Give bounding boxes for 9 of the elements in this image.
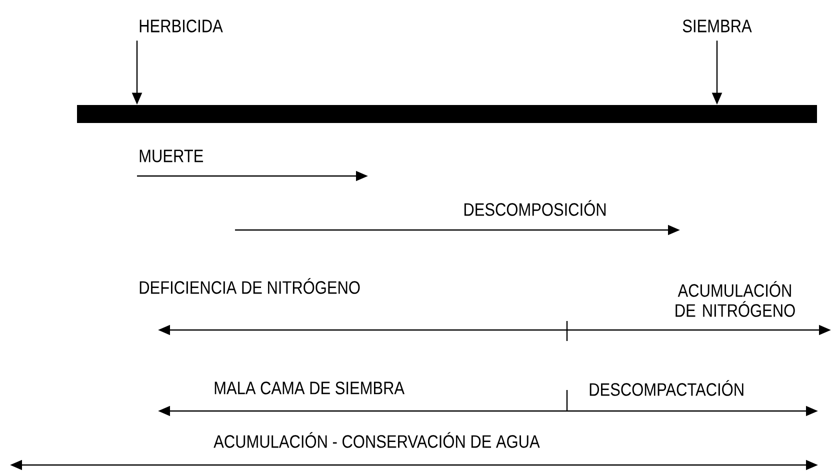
period-label: MALA CAMA DE SIEMBRA (214, 382, 404, 394)
event-label: HERBICIDA (140, 20, 223, 32)
period-label: DESCOMPACTACIÓN (590, 380, 744, 396)
event-label: SIEMBRA (682, 20, 752, 32)
period-label: ACUMULACIÓN DE NITRÓGENO (676, 281, 795, 317)
period-label: MUERTE (140, 150, 204, 162)
period-label: DESCOMPOSICIÓN (464, 200, 606, 216)
period-label: ACUMULACIÓN - CONSERVACIÓN DE AGUA (214, 432, 540, 448)
period-label: DEFICIENCIA DE NITRÓGENO (140, 278, 360, 294)
